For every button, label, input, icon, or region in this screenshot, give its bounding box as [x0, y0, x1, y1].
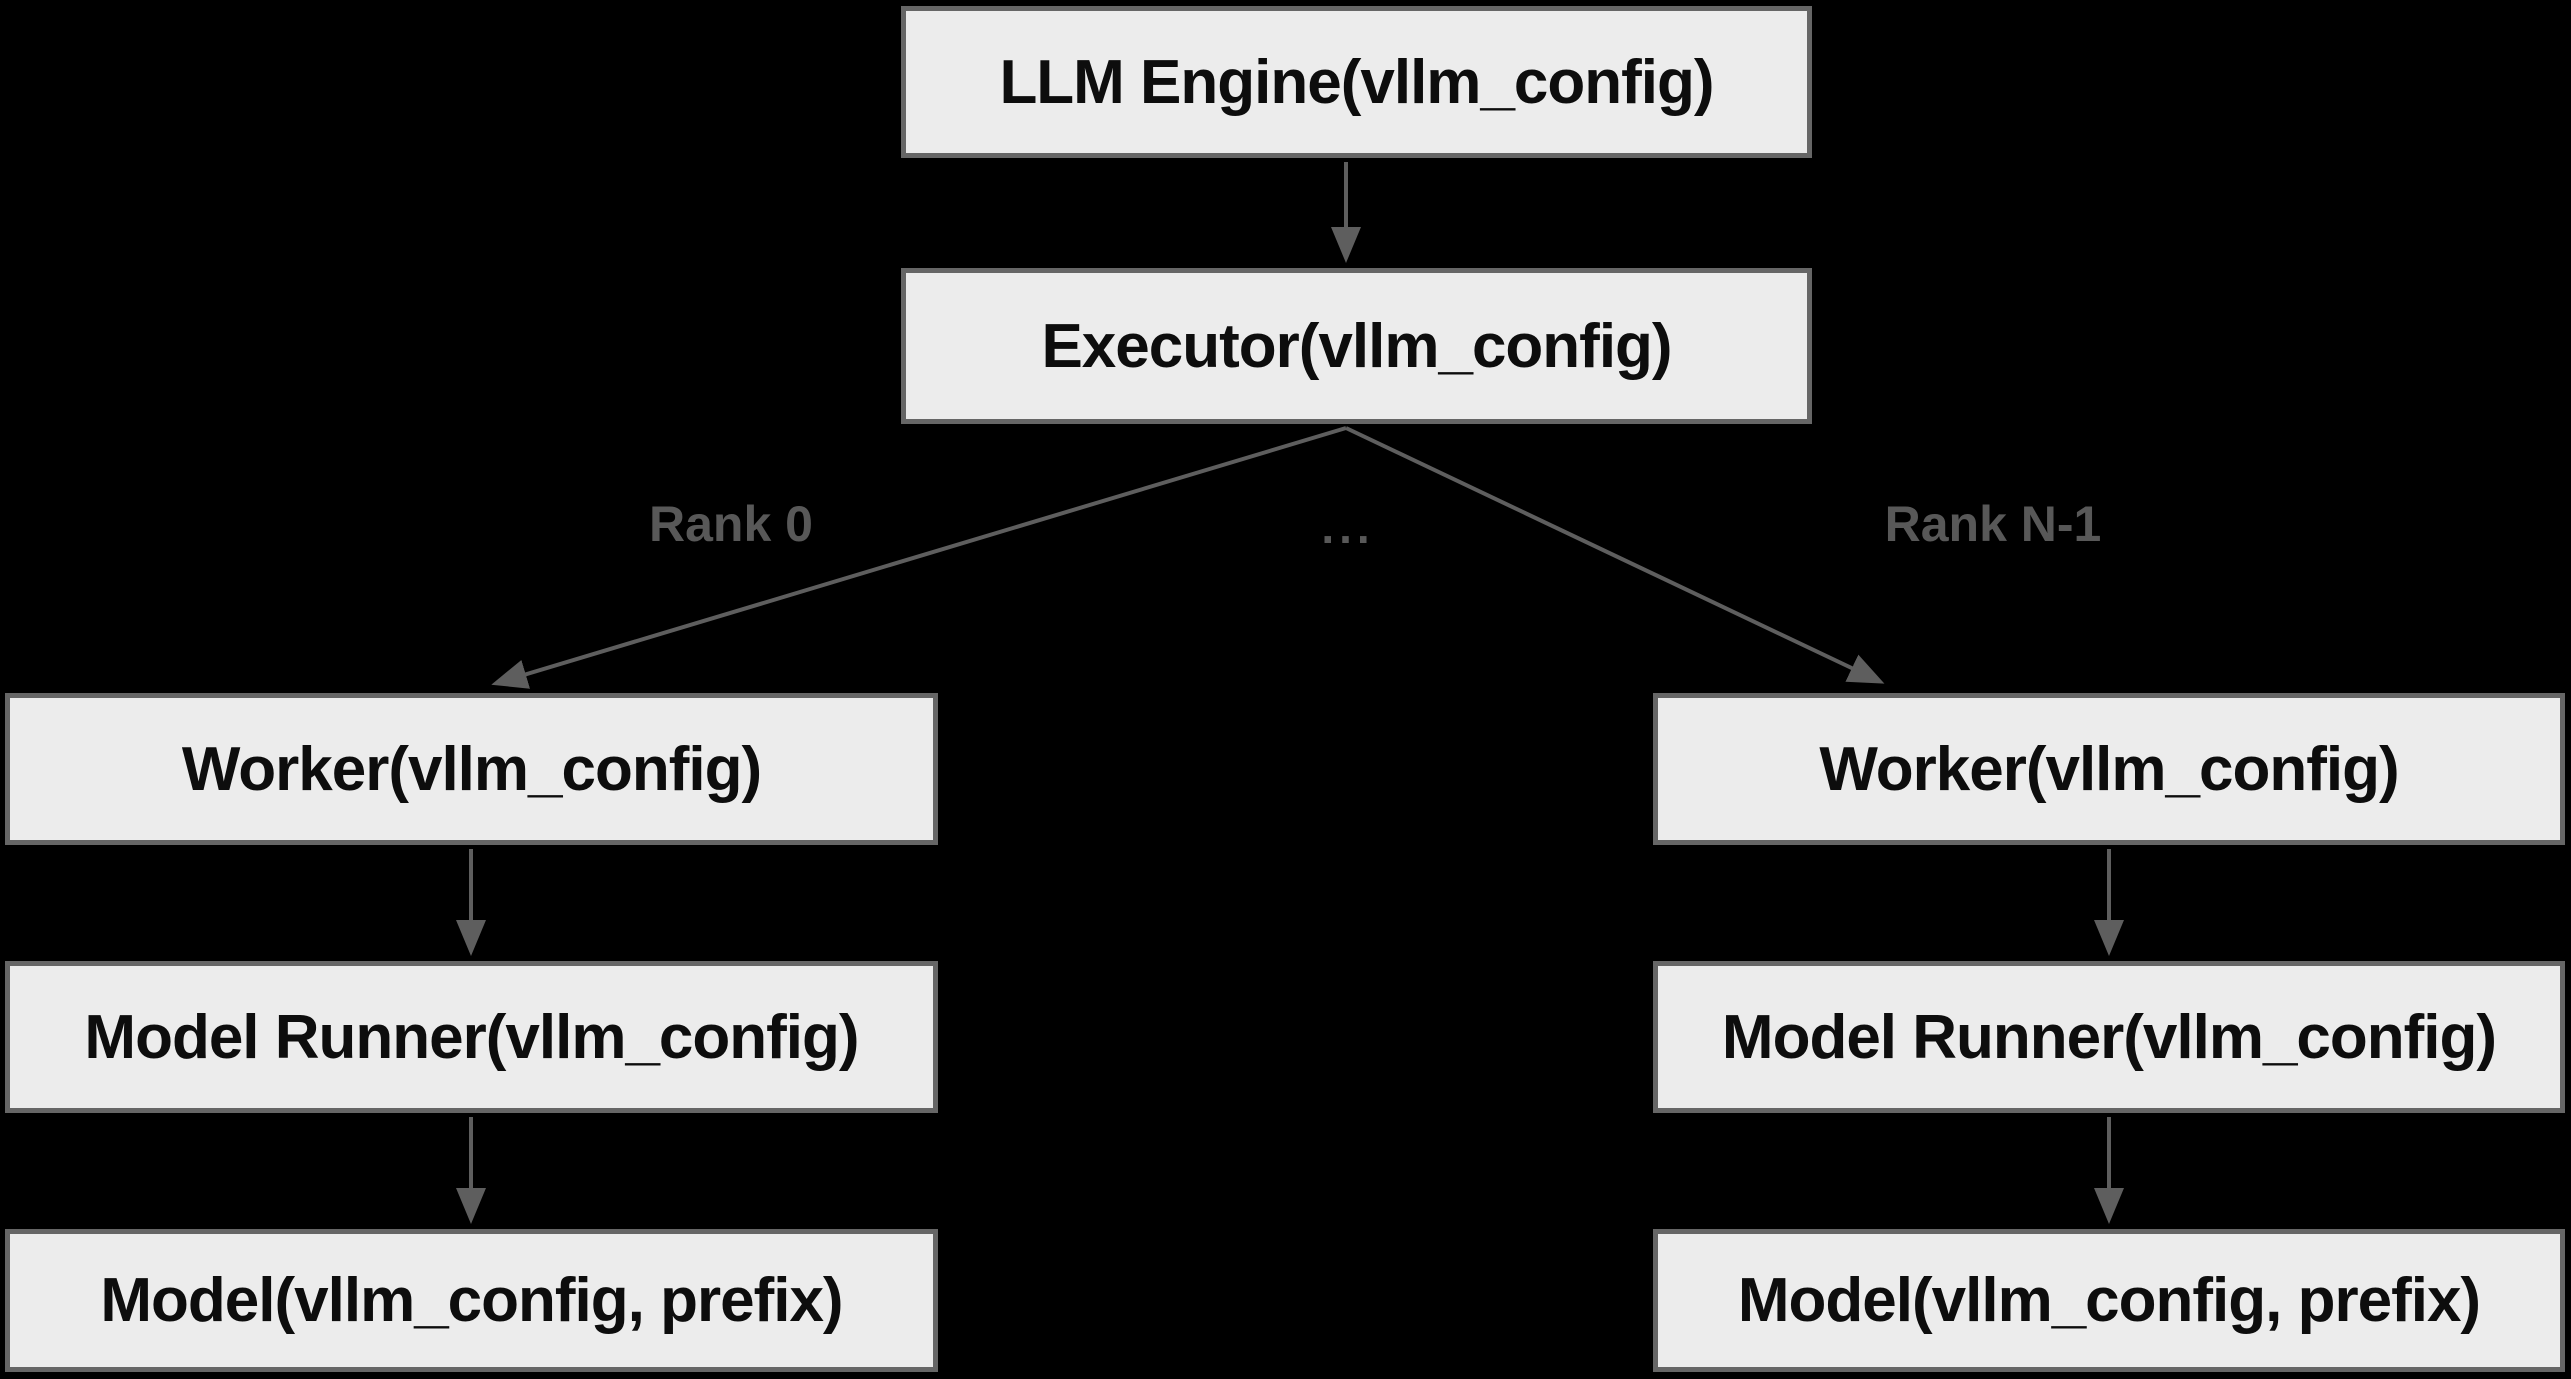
- node-worker-rank0: Worker(vllm_config): [5, 693, 938, 845]
- edge-label-ellipsis: ...: [1321, 501, 1375, 553]
- node-worker-rankn: Worker(vllm_config): [1653, 693, 2565, 845]
- node-model-runner-rankn: Model Runner(vllm_config): [1653, 961, 2565, 1113]
- node-llm-engine: LLM Engine(vllm_config): [901, 6, 1812, 158]
- edge-executor-to-worker-rankn: [1345, 426, 1885, 684]
- node-executor: Executor(vllm_config): [901, 268, 1812, 424]
- node-model-rank0: Model(vllm_config, prefix): [5, 1229, 938, 1372]
- node-model-rankn: Model(vllm_config, prefix): [1653, 1229, 2565, 1372]
- edge-label-rank-n-1: Rank N-1: [1884, 496, 2102, 552]
- node-model-runner-rank0: Model Runner(vllm_config): [5, 961, 938, 1113]
- edge-executor-to-worker-rank0: [491, 426, 1347, 689]
- edge-label-rank-0: Rank 0: [649, 496, 813, 552]
